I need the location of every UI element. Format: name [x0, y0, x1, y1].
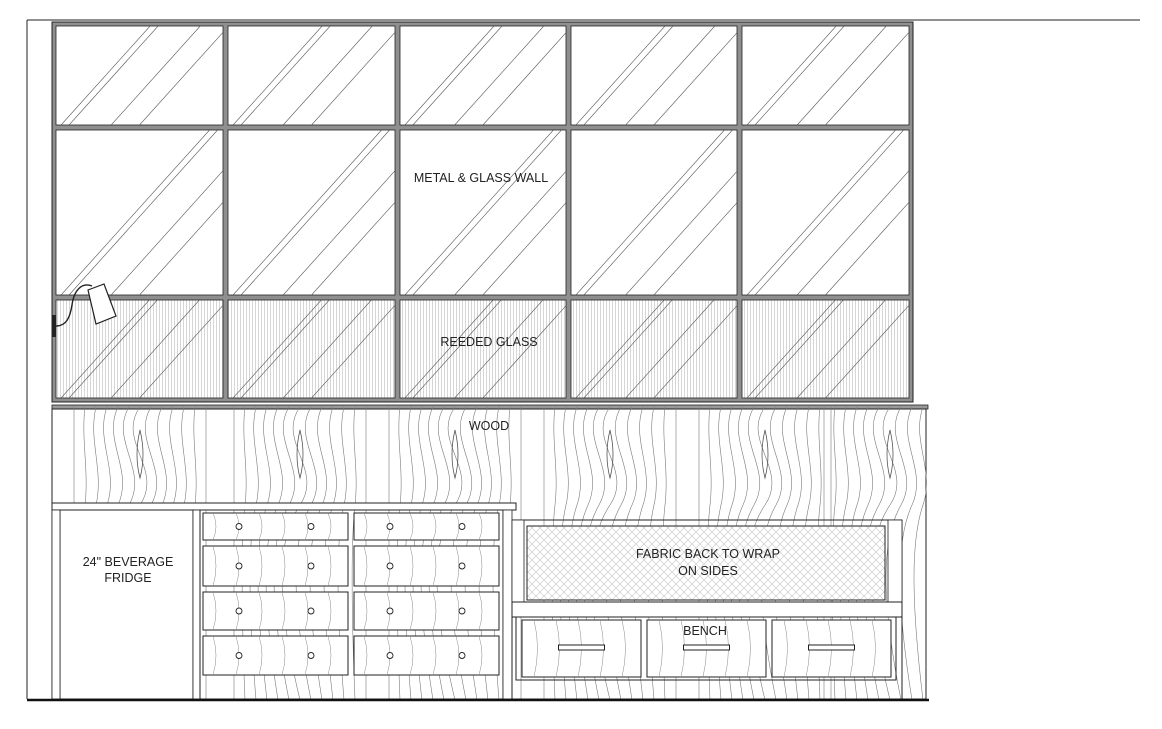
glass-pane — [227, 129, 396, 296]
drawer-bank — [199, 509, 513, 700]
glass-panes — [55, 25, 910, 399]
fridge-label-line1: 24" BEVERAGE — [83, 555, 174, 569]
reeded-glass-pane — [570, 299, 738, 399]
drawer-front[interactable] — [202, 591, 349, 631]
drawer-knob-icon — [458, 652, 466, 659]
glass-pane — [570, 25, 738, 126]
drawer-knob-icon — [235, 652, 243, 659]
drawer-knob-icon — [235, 523, 243, 530]
drawer-front[interactable] — [353, 512, 500, 541]
drawer-front[interactable] — [353, 635, 500, 676]
glass-pane — [399, 129, 567, 296]
glass-pane — [399, 25, 567, 126]
drawer-knob-icon — [458, 607, 466, 615]
glass-pane — [55, 129, 224, 296]
drawer-knob-icon — [386, 607, 394, 615]
drawer-pull-icon — [558, 644, 605, 651]
drawer-knob-icon — [458, 523, 466, 530]
glass-pane — [55, 25, 224, 126]
glass-pane — [741, 25, 910, 126]
reeded-glass-label: REEDED GLASS — [440, 335, 537, 349]
bench-label: BENCH — [683, 624, 727, 638]
drawer-knob-icon — [307, 523, 315, 530]
reeded-glass-pane — [741, 299, 910, 399]
glass-pane — [570, 129, 738, 296]
bench-drawer[interactable] — [521, 619, 642, 678]
drawer-pull-icon — [683, 644, 730, 651]
drawer-knob-icon — [235, 562, 243, 570]
drawer-front[interactable] — [202, 512, 349, 541]
drawer-front[interactable] — [353, 545, 500, 587]
drawer-knob-icon — [307, 607, 315, 615]
fabric-label-line1: FABRIC BACK TO WRAP — [636, 547, 780, 561]
drawer-front[interactable] — [353, 591, 500, 631]
reeded-glass-pane — [227, 299, 396, 399]
drawer-knob-icon — [307, 562, 315, 570]
wall-sconce-icon — [52, 283, 117, 337]
drawer-pull-icon — [808, 644, 855, 651]
bench-drawer[interactable] — [646, 619, 767, 678]
glass-pane — [227, 25, 396, 126]
bench-drawers — [515, 616, 897, 681]
drawer-knob-icon — [235, 607, 243, 615]
fabric-label-line2: ON SIDES — [678, 564, 738, 578]
drawer-front[interactable] — [202, 545, 349, 587]
drawer-knob-icon — [386, 562, 394, 570]
counter-top — [51, 502, 517, 511]
fridge-label-line2: FRIDGE — [104, 571, 151, 585]
wood-label: WOOD — [469, 419, 509, 433]
beverage-fridge — [51, 509, 201, 700]
drawer-knob-icon — [386, 523, 394, 530]
fabric-back-panel — [526, 525, 886, 601]
drawer-knob-icon — [458, 562, 466, 570]
reeded-glass-pane — [399, 299, 567, 399]
glass-pane — [741, 129, 910, 296]
bench-seat — [511, 601, 903, 618]
glass-wall-label: METAL & GLASS WALL — [414, 171, 548, 185]
reeded-glass-pane — [55, 299, 224, 399]
drawer-front[interactable] — [202, 635, 349, 676]
bench-drawer[interactable] — [771, 619, 892, 678]
drawer-knob-icon — [386, 652, 394, 659]
drawer-knob-icon — [307, 652, 315, 659]
